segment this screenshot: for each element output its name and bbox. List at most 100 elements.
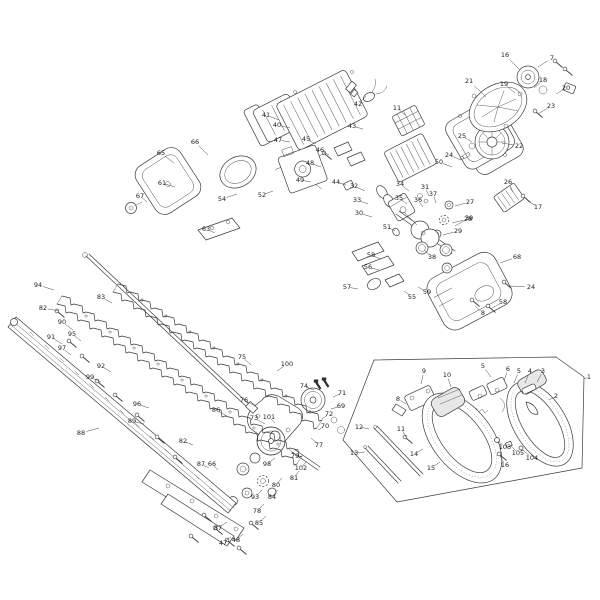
callout-leader-line — [281, 140, 291, 143]
part-number-label: 59 — [423, 288, 431, 296]
callout-leader-line — [510, 445, 517, 452]
callout-leader-line — [310, 437, 317, 444]
cable-bracket — [391, 385, 436, 417]
filter-base-plate — [197, 217, 241, 241]
part-number-label: 95 — [68, 330, 76, 338]
part-number-label: 23 — [547, 102, 555, 110]
callout-leader-line — [185, 441, 194, 446]
callout-leader-line — [220, 521, 228, 527]
starter-pulley-cup — [516, 58, 576, 118]
part-number-label: 41 — [262, 111, 270, 119]
callout-leader-line — [269, 116, 280, 121]
callout-leader-line — [419, 201, 424, 208]
part-number-label: 15 — [427, 464, 435, 472]
part-number-label: 68 — [513, 253, 521, 261]
part-number-label: 33 — [353, 196, 361, 204]
callout-leader-line — [258, 503, 265, 510]
guide-bar — [7, 316, 237, 514]
part-number-label: 80 — [272, 481, 280, 489]
callout-leader-line — [537, 60, 548, 68]
part-number-label: 20 — [562, 84, 570, 92]
callout-leader-line — [313, 163, 322, 168]
part-number-label: 16 — [501, 461, 509, 469]
part-number-label: 73 — [250, 414, 258, 422]
part-number-label: 88 — [77, 429, 85, 437]
cylinder — [276, 70, 368, 150]
part-number-label: 39 — [465, 214, 473, 222]
callout-leader-line — [74, 335, 82, 342]
callout-leader-line — [499, 455, 504, 463]
callout-leader-line — [203, 464, 210, 469]
part-number-label: 18 — [539, 76, 547, 84]
callout-leader-line — [256, 489, 263, 496]
part-number-label: 86 — [212, 406, 220, 414]
callout-leader-line — [303, 180, 312, 183]
callout-leader-line — [454, 220, 465, 227]
part-number-label: 28 — [464, 215, 472, 223]
part-number-label: 11 — [393, 104, 401, 112]
part-number-label: 46 — [316, 146, 324, 154]
part-number-label: 66 — [208, 460, 216, 468]
part-number-label: 78 — [253, 507, 261, 515]
part-number-label: 11 — [397, 425, 405, 433]
callout-leader-line — [451, 219, 464, 224]
carburetor — [274, 144, 328, 194]
rear-handle — [506, 369, 574, 467]
air-filter-cover — [134, 147, 202, 215]
callout-leader-line — [47, 308, 60, 312]
callout-leader-line — [257, 419, 266, 425]
part-number-label: 57 — [343, 283, 351, 291]
throttle-cables — [363, 425, 424, 484]
part-number-label: 36 — [414, 196, 422, 204]
part-number-label: 84 — [268, 493, 276, 501]
part-number-label: 5 — [481, 362, 485, 370]
cylinder-shroud — [384, 133, 437, 182]
part-number-label: 8 — [396, 395, 400, 403]
callout-leader-line — [225, 536, 232, 542]
part-number-label: 102 — [295, 464, 307, 472]
callout-leader-line — [270, 418, 276, 424]
tension-rod — [82, 252, 259, 414]
callout-leader-line — [389, 227, 396, 232]
callout-leader-line — [371, 267, 380, 271]
callout-leader-line — [401, 199, 408, 205]
callout-leader-line — [360, 200, 369, 205]
crankshaft — [392, 210, 456, 255]
callout-leader-line — [400, 400, 407, 405]
callout-leader-line — [454, 202, 466, 207]
part-number-label: 87 — [214, 524, 222, 532]
callout-leader-line — [260, 515, 267, 522]
callout-leader-line — [104, 298, 113, 304]
callout-leader-line — [302, 461, 307, 467]
callout-leader-line — [317, 426, 324, 431]
callout-leader-line — [86, 427, 100, 432]
callout-leader-line — [164, 155, 175, 164]
fuel-cap — [441, 262, 453, 274]
part-number-label: 34 — [396, 180, 404, 188]
part-number-label: 105 — [512, 449, 524, 457]
part-number-label: 96 — [133, 400, 141, 408]
callout-leader-line — [273, 489, 279, 496]
callout-leader-line — [555, 89, 564, 95]
part-number-label: 101 — [263, 413, 275, 421]
part-number-label: 17 — [534, 203, 542, 211]
part-number-label: 24 — [527, 283, 535, 291]
callout-leader-line — [416, 448, 424, 453]
callout-leader-line — [208, 229, 216, 234]
part-number-label: 97 — [58, 344, 66, 352]
part-number-label: 77 — [315, 441, 323, 449]
callout-leader-line — [288, 448, 294, 455]
callout-leader-line — [473, 85, 487, 98]
callout-leader-line — [306, 386, 315, 391]
callout-leader-line — [244, 359, 252, 366]
part-number-label: 63 — [202, 225, 210, 233]
part-number-label: 98 — [263, 460, 271, 468]
callout-leader-line — [509, 184, 514, 193]
part-number-label: 42 — [354, 100, 362, 108]
callout-leader-line — [509, 59, 521, 71]
part-number-label: 48 — [306, 159, 314, 167]
part-number-label: 76 — [240, 396, 248, 404]
cutter-blade-upper — [112, 283, 323, 430]
part-number-label: 81 — [290, 474, 298, 482]
